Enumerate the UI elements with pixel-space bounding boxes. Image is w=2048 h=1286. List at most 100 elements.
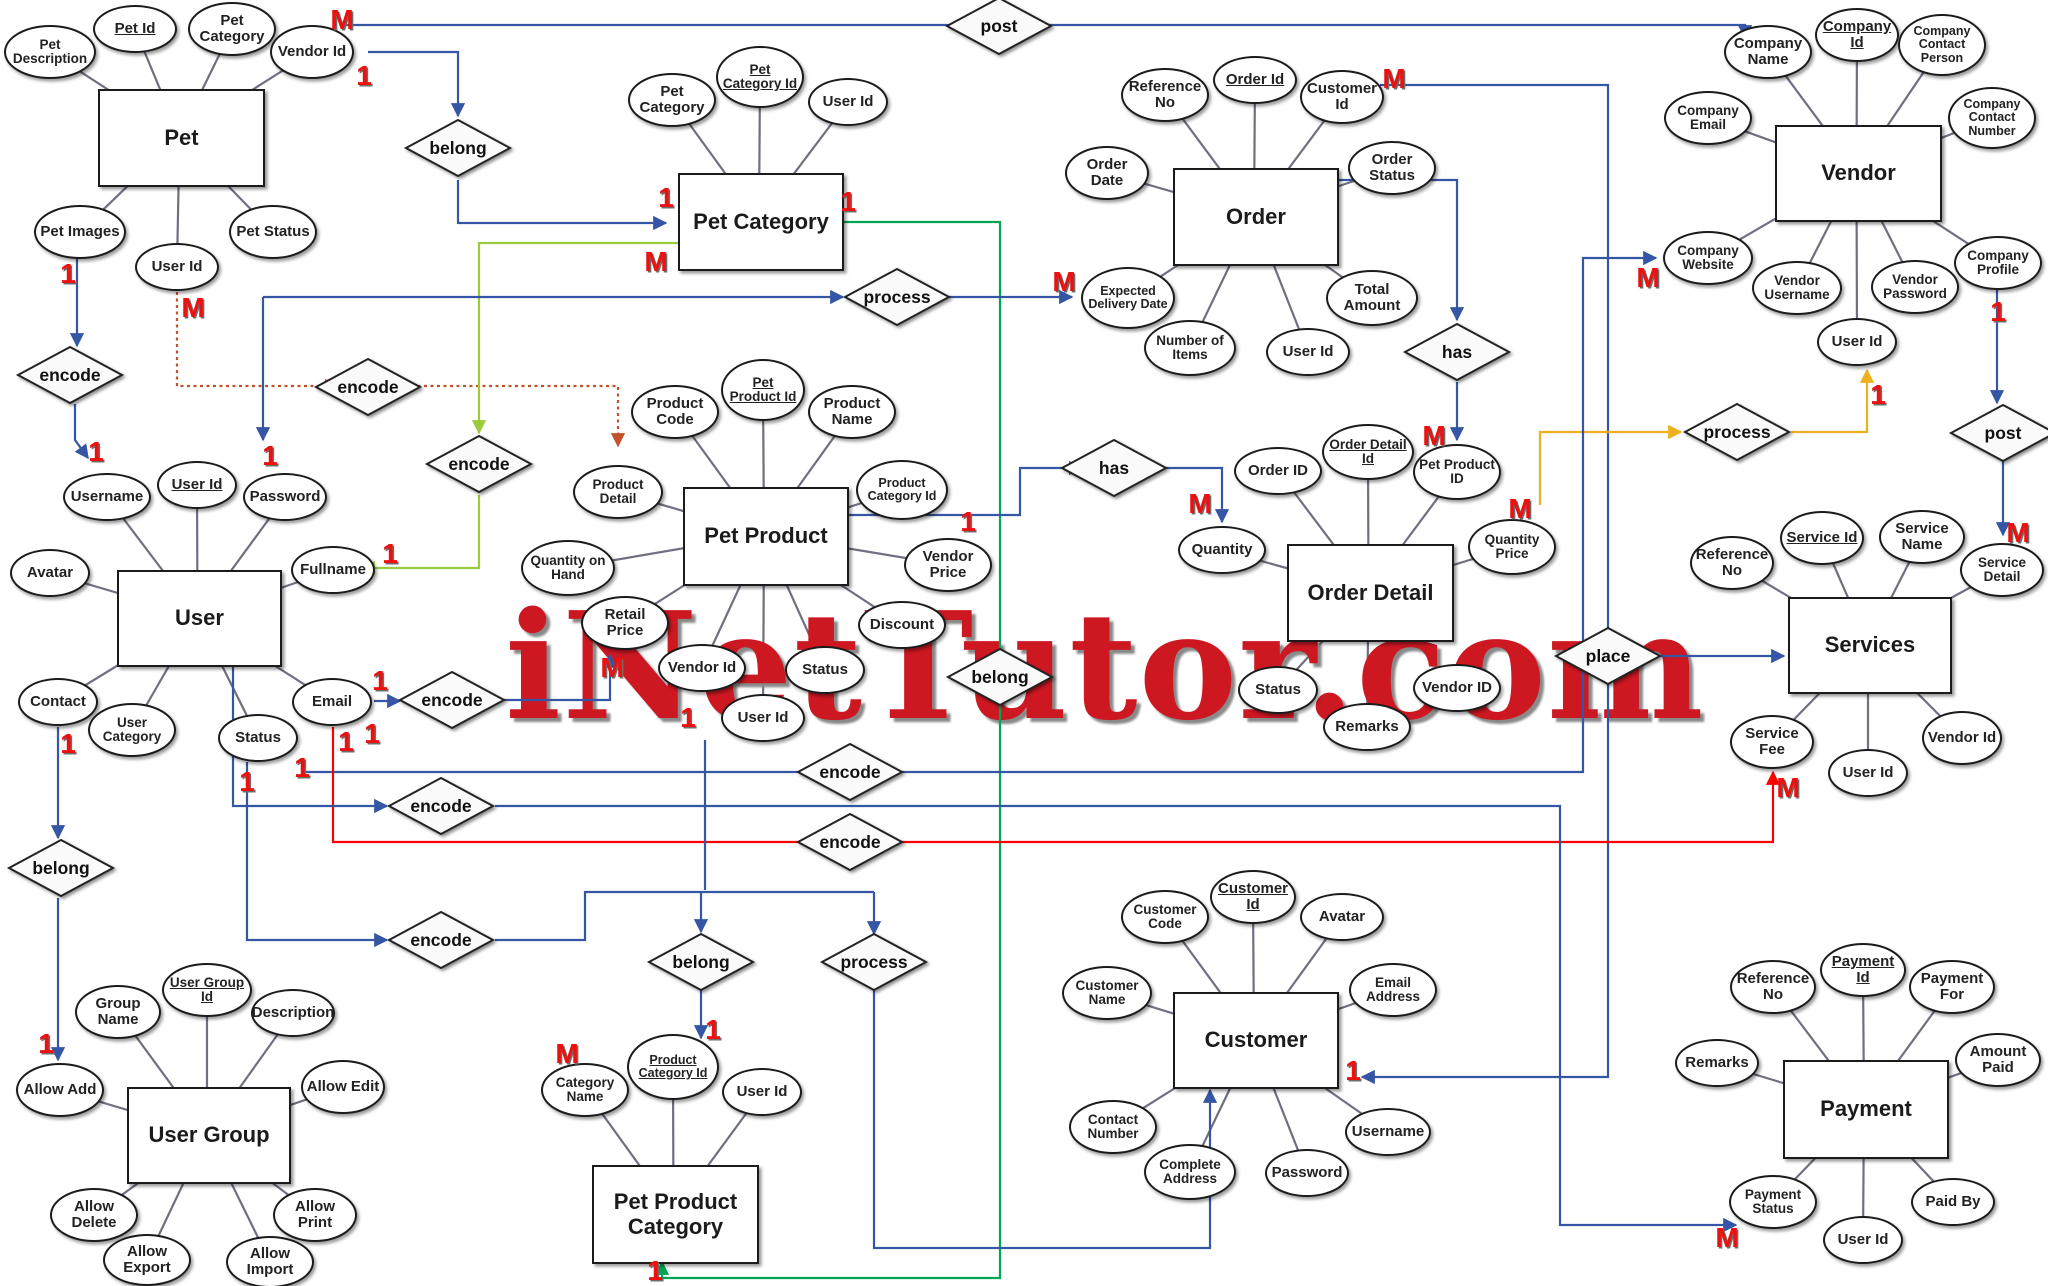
attribute-label: Contact Number (1087, 1111, 1139, 1141)
attribute-product-name: Product Name (808, 385, 896, 439)
relationship-encode-10: encode (386, 776, 496, 836)
attribute-user-id: User Id (808, 78, 888, 126)
attribute-company-profile: Company Profile (1954, 236, 2042, 290)
attribute-customer-id: Customer Id (1300, 70, 1384, 124)
attribute-company-website: Company Website (1663, 231, 1753, 285)
attribute-password: Password (1265, 1149, 1349, 1197)
attribute-order-id: Order Id (1213, 56, 1297, 104)
cardinality-M-28: M (1636, 262, 1660, 293)
relationship-label: encode (410, 929, 472, 950)
attribute-quantity-on-hand: Quantity on Hand (521, 540, 615, 596)
attribute-user-category: User Category (88, 703, 176, 757)
attribute-total-amount: Total Amount (1326, 270, 1418, 326)
relationship-label: encode (421, 689, 483, 710)
attribute-label: Amount Paid (1969, 1043, 2027, 1076)
attribute-label: Customer Name (1075, 977, 1139, 1007)
attribute-label: Avatar (26, 564, 74, 582)
attribute-label: User Category (102, 714, 162, 744)
cardinality-M-30: M (2006, 517, 2030, 548)
attribute-reference-no: Reference No (1690, 536, 1774, 590)
cardinality-1-4: 1 (840, 186, 856, 217)
attribute-label: Reference No (1695, 546, 1769, 579)
attribute-label: Allow Print (295, 1198, 335, 1231)
relationship-belong-0: belong (403, 118, 513, 178)
attribute-label: Company Contact Person (1913, 24, 1971, 65)
attribute-label: Category Name (555, 1074, 615, 1104)
attribute-allow-print: Allow Print (273, 1188, 357, 1242)
relationship-encode-5: encode (313, 357, 423, 417)
attribute-allow-delete: Allow Delete (50, 1188, 138, 1242)
attribute-label: Product Category Id (867, 475, 937, 503)
entity-vendor: Vendor (1775, 125, 1942, 222)
attribute-label: Username (70, 488, 144, 506)
cardinality-1-14: 1 (338, 726, 354, 757)
attribute-label: User Id (1282, 343, 1334, 361)
relationship-label: encode (410, 795, 472, 816)
attribute-vendor-id: Vendor Id (1922, 711, 2002, 765)
cardinality-1-16: 1 (294, 752, 310, 783)
attribute-label: Pet Category Id (722, 61, 798, 91)
attribute-company-contact-number: Company Contact Number (1948, 87, 2036, 149)
attribute-pet-category: Pet Category (188, 2, 276, 56)
attribute-remarks: Remarks (1675, 1039, 1759, 1087)
relationship-encode-9: encode (795, 812, 905, 872)
attribute-label: Quantity (1191, 541, 1253, 559)
entity-label: Pet Category (693, 208, 829, 234)
attribute-user-id: User Id (1823, 1216, 1903, 1264)
cardinality-1-9: 1 (382, 538, 398, 569)
entity-user: User (117, 570, 282, 667)
attribute-order-id: Order ID (1234, 447, 1322, 495)
attribute-label: Vendor ID (1421, 679, 1492, 697)
attribute-service-name: Service Name (1879, 510, 1965, 564)
attribute-email: Email (292, 678, 372, 726)
attribute-label: Vendor Password (1883, 271, 1947, 301)
attribute-label: Order Status (1369, 151, 1415, 184)
entity-pet-category: Pet Category (678, 173, 844, 271)
cardinality-1-7: 1 (88, 436, 104, 467)
attribute-label: Pet Id (114, 20, 156, 38)
attribute-vendor-username: Vendor Username (1752, 261, 1842, 315)
attribute-description: Description (251, 989, 335, 1037)
attribute-user-id: User Id (1817, 318, 1897, 366)
relationship-label: process (863, 286, 931, 307)
attribute-label: Company Contact Number (1963, 97, 2021, 138)
cardinality-1-18: 1 (60, 728, 76, 759)
relationship-belong-1: belong (6, 838, 116, 898)
cardinality-1-29: 1 (1990, 296, 2006, 327)
attribute-user-id: User Id (157, 461, 237, 509)
attribute-label: User Id (1831, 333, 1883, 351)
cardinality-M-26: M (1188, 488, 1212, 519)
relationship-post-16: post (1948, 403, 2048, 463)
attribute-company-email: Company Email (1664, 91, 1752, 145)
attribute-label: Status (802, 661, 848, 679)
cardinality-M-24: M (1382, 63, 1406, 94)
entity-label: User (175, 605, 224, 631)
attribute-retail-price: Retail Price (581, 596, 669, 650)
attribute-label: Status (1255, 681, 1301, 699)
attribute-label: Email Address (1365, 974, 1421, 1004)
attribute-label: User Id (737, 709, 789, 727)
attribute-label: Remarks (1685, 1054, 1749, 1072)
attribute-customer-code: Customer Code (1121, 890, 1209, 944)
attribute-label: Product Detail (592, 476, 644, 506)
attribute-label: Number of Items (1156, 332, 1224, 362)
attribute-payment-for: Payment For (1909, 960, 1995, 1014)
attribute-label: Pet Status (236, 223, 310, 241)
entity-label: Pet Product (704, 523, 828, 549)
attribute-label: Group Name (95, 995, 141, 1028)
attribute-label: Contact (30, 693, 86, 711)
attribute-user-id: User Id (721, 694, 805, 742)
attribute-order-status: Order Status (1348, 141, 1436, 195)
attribute-expected-delivery-date: Expected Delivery Date (1081, 267, 1175, 329)
attribute-contact: Contact (18, 678, 98, 726)
entity-label: User Group (148, 1122, 270, 1148)
attribute-reference-no: Reference No (1121, 68, 1209, 122)
attribute-label: Username (1351, 1123, 1425, 1141)
attribute-label: Customer Id (1306, 80, 1377, 113)
attribute-label: Quantity Price (1484, 531, 1540, 561)
attribute-password: Password (243, 473, 327, 521)
entity-pet-product-category: Pet Product Category (592, 1165, 759, 1264)
entity-label: Customer (1204, 1027, 1308, 1053)
cardinality-M-27: M (1508, 493, 1532, 524)
